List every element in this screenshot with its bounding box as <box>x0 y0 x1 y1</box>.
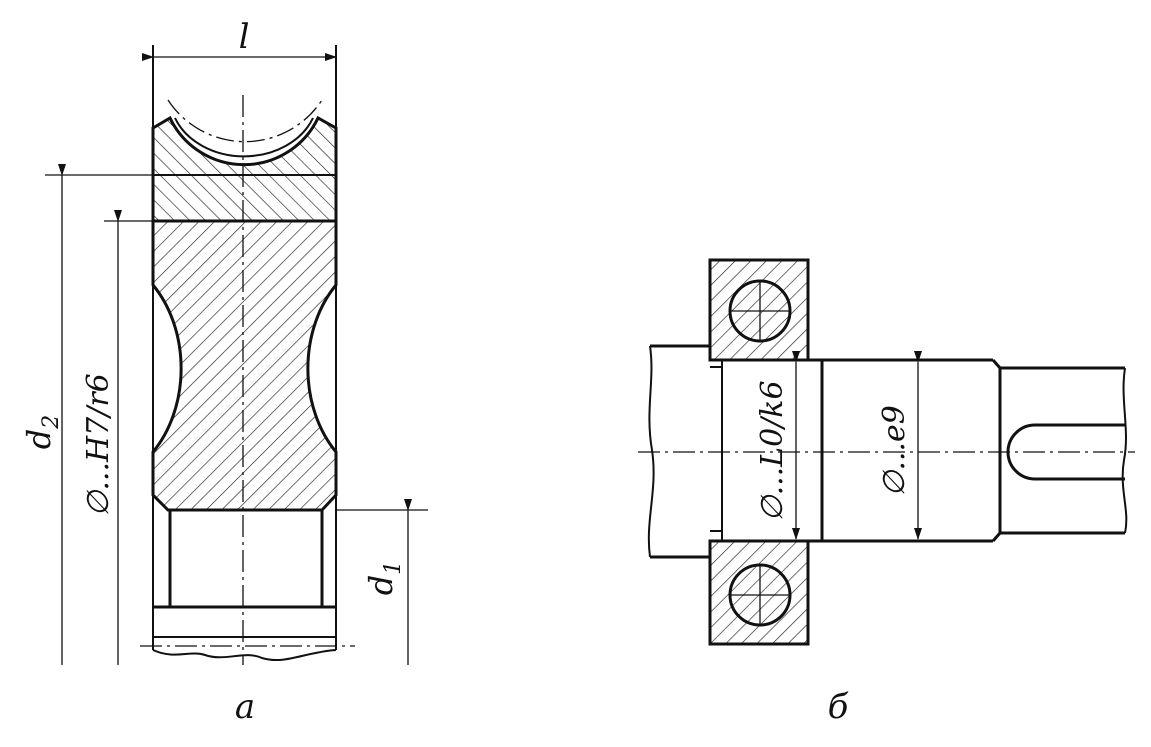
dimension-inner-label: d1 <box>362 561 406 595</box>
caption-a: a <box>235 687 255 727</box>
dimension-length-label: l <box>239 17 250 57</box>
dimension-inner-diameter: d1 <box>362 499 412 665</box>
dimension-shaft-fit-label: ∅...e9 <box>877 405 912 497</box>
shaft-middle <box>822 358 1002 543</box>
shaft-right <box>1000 366 1128 535</box>
caption-b: б <box>828 687 849 727</box>
figure-a: l d2 ∅...H7/r6 d1 a <box>20 17 428 727</box>
dimension-bearing-fit: ∅...L0/k6 <box>755 351 800 540</box>
shaft-journal <box>710 358 824 543</box>
bearing-bottom <box>708 539 810 646</box>
bore <box>152 510 337 662</box>
dimension-bearing-fit-label: ∅...L0/k6 <box>755 380 790 521</box>
dimension-outer-diameter: d2 <box>20 164 66 665</box>
dimension-fit: ∅...H7/r6 <box>81 210 122 665</box>
bearing-top <box>708 258 810 362</box>
dimension-shaft-fit: ∅...e9 <box>877 351 922 540</box>
dimension-outer-label: d2 <box>20 415 64 449</box>
figure-b: ∅...L0/k6 ∅...e9 б <box>638 258 1135 727</box>
shaft-left <box>647 344 710 559</box>
dimension-length: l <box>142 17 337 61</box>
hub-section <box>151 219 338 512</box>
dimension-fit-label: ∅...H7/r6 <box>81 373 116 517</box>
outer-ring-section <box>151 99 338 223</box>
